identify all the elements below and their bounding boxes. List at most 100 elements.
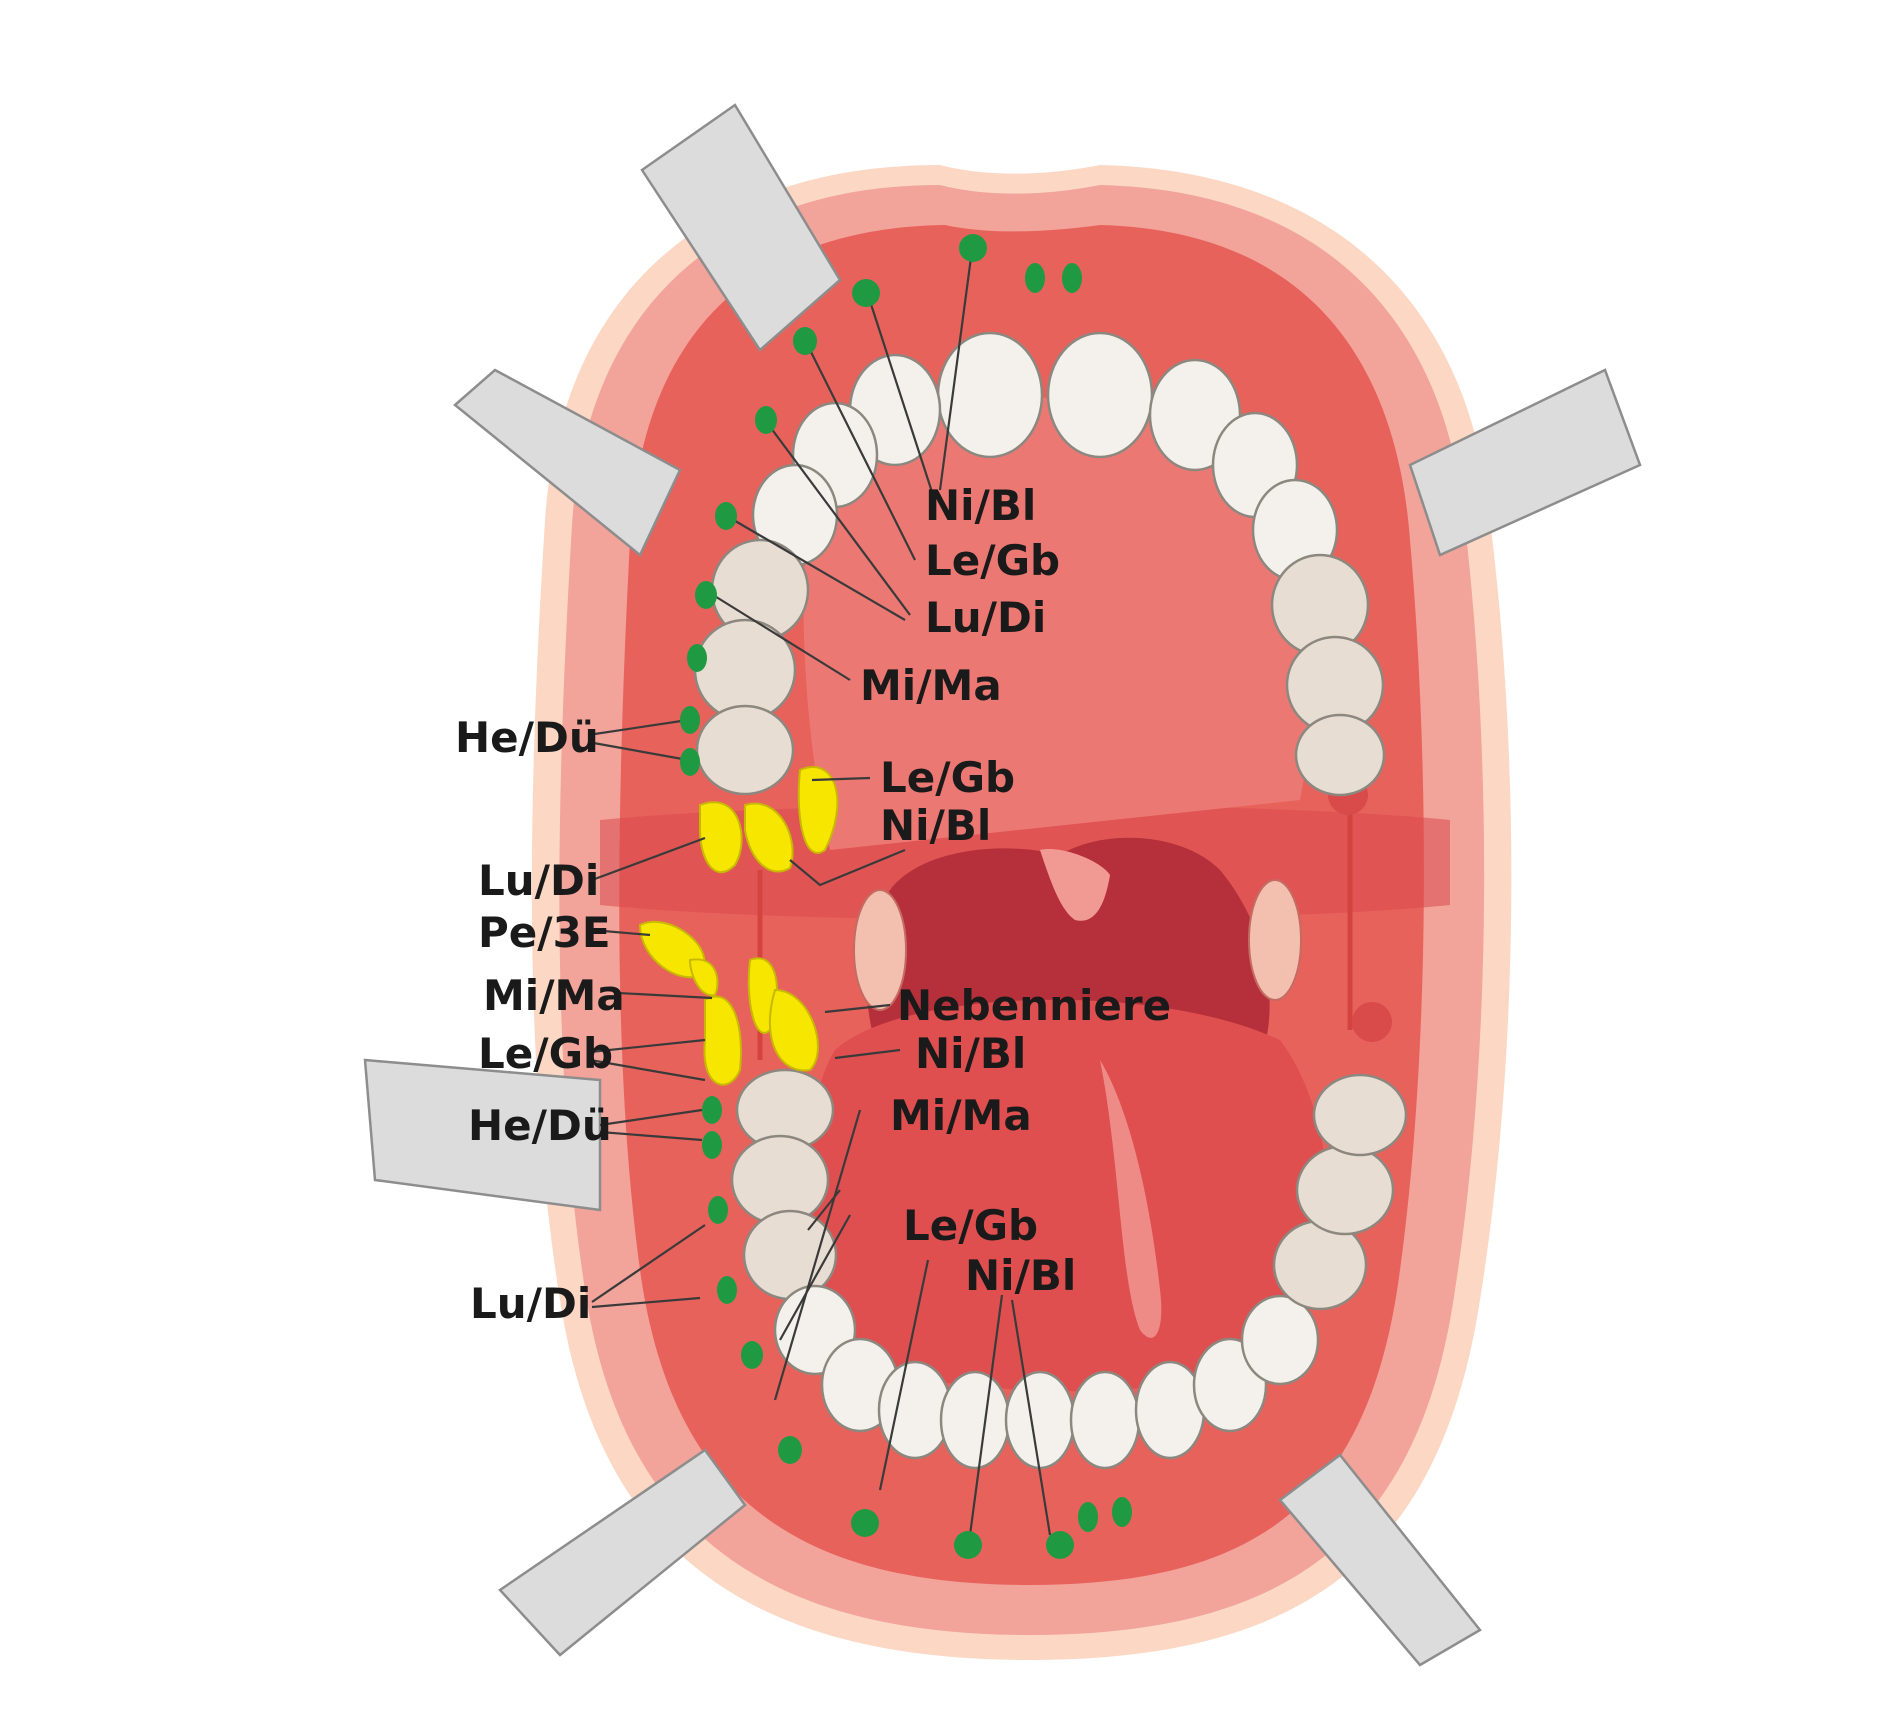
- lower-molar-right-3: [1312, 1073, 1408, 1157]
- leader-line: [764, 419, 911, 616]
- leader-line: [938, 249, 974, 491]
- label-upper-ni-bl-2: Ni/Bl: [880, 801, 991, 850]
- upper-molar-left-3: [695, 704, 795, 796]
- label-left-mi-ma: Mi/Ma: [483, 971, 625, 1020]
- leader-lines: [587, 249, 1052, 1536]
- tonsil-left: [853, 889, 907, 1011]
- tonsil-right: [1248, 879, 1302, 1001]
- yellow-marker-1: [699, 801, 743, 873]
- acupuncture-point: [852, 279, 880, 307]
- acupuncture-point: [702, 1131, 722, 1159]
- leader-line: [589, 1038, 706, 1054]
- lower-incisor-3: [1069, 1370, 1141, 1470]
- leader-line: [591, 1296, 701, 1309]
- upper-molar-right-3: [1294, 713, 1386, 797]
- acupuncture-point: [954, 1531, 982, 1559]
- yellow-marker-3: [797, 766, 839, 854]
- label-upper-le-gb: Le/Gb: [925, 536, 1060, 585]
- leader-line: [866, 294, 934, 493]
- retractor-bottom-left: [498, 1448, 747, 1657]
- label-lower-le-gb: Le/Gb: [903, 1201, 1038, 1250]
- leader-line: [591, 928, 651, 937]
- acupuncture-point: [695, 581, 717, 609]
- leader-line: [789, 848, 906, 887]
- leader-line: [779, 1214, 851, 1341]
- uvula: [1040, 849, 1110, 921]
- label-left-lu-di: Lu/Di: [478, 856, 599, 905]
- lower-molar-right-2: [1295, 1144, 1395, 1236]
- label-left-lu-di-2: Lu/Di: [470, 1279, 591, 1328]
- leader-line: [968, 1294, 1004, 1536]
- leader-line: [811, 776, 871, 782]
- acupuncture-point: [741, 1341, 763, 1369]
- label-left-he-du: He/Dü: [455, 713, 599, 762]
- yellow-marker-8: [768, 988, 819, 1072]
- tongue: [808, 999, 1328, 1392]
- acupuncture-point: [1078, 1502, 1098, 1532]
- leader-line: [724, 514, 906, 621]
- acupuncture-point: [851, 1509, 879, 1537]
- leader-line: [878, 1259, 930, 1491]
- acupuncture-point: [1062, 263, 1082, 293]
- yellow-marker-2: [744, 802, 794, 873]
- acupuncture-point: [680, 748, 700, 776]
- upper-teeth: [693, 331, 1386, 797]
- acupuncture-point: [702, 1096, 722, 1124]
- acupuncture-point: [793, 327, 817, 355]
- retractor-bottom-right: [1278, 1453, 1482, 1667]
- acupuncture-point: [680, 706, 700, 734]
- label-upper-ni-bl: Ni/Bl: [925, 481, 1036, 530]
- label-lower-ni-bl-2: Ni/Bl: [965, 1251, 1076, 1300]
- lower-incisor-1: [939, 1370, 1011, 1470]
- papilla-right-lower: [1352, 1002, 1392, 1042]
- acupuncture-point: [959, 234, 987, 262]
- lower-incisor-2: [1004, 1370, 1076, 1470]
- leader-line: [773, 1109, 862, 1401]
- acupuncture-point: [1025, 263, 1045, 293]
- leader-line: [1010, 1299, 1052, 1536]
- lower-labels: Nebenniere Ni/Bl Mi/Ma Le/Gb Ni/Bl: [890, 981, 1171, 1300]
- leader-line: [824, 1003, 891, 1014]
- acupuncture-point: [778, 1436, 802, 1464]
- left-labels: He/Dü Lu/Di Pe/3E Mi/Ma Le/Gb He/Dü Lu/D…: [455, 713, 625, 1328]
- acupuncture-point: [1046, 1531, 1074, 1559]
- palate: [803, 394, 1310, 850]
- yellow-marker-5: [688, 958, 719, 997]
- retractor-upper-left-side: [453, 368, 682, 557]
- leader-line: [587, 740, 689, 762]
- acupuncture-point: [755, 406, 777, 434]
- label-nebenniere: Nebenniere: [897, 981, 1171, 1030]
- leader-line: [589, 1058, 706, 1082]
- leader-line: [834, 1048, 901, 1060]
- acupuncture-point: [708, 1196, 728, 1224]
- label-left-le-gb: Le/Gb: [478, 1029, 613, 1078]
- leader-line: [804, 339, 916, 561]
- leader-line: [704, 589, 851, 681]
- upper-incisor-2: [1046, 331, 1154, 459]
- leader-line: [599, 1130, 703, 1142]
- acupuncture-point: [1112, 1497, 1132, 1527]
- label-upper-lu-di: Lu/Di: [925, 593, 1046, 642]
- label-left-pe-3e: Pe/3E: [478, 908, 611, 957]
- acupuncture-point: [717, 1276, 737, 1304]
- acupuncture-point: [687, 644, 707, 672]
- label-upper-le-gb-2: Le/Gb: [880, 753, 1015, 802]
- lower-tooth-right-2: [1240, 1294, 1320, 1386]
- label-left-he-du-2: He/Dü: [468, 1101, 612, 1150]
- retractors: [363, 103, 1642, 1667]
- leader-line: [587, 718, 689, 737]
- leader-line: [591, 1224, 706, 1303]
- retractor-upper-left-top: [640, 103, 842, 352]
- retractor-upper-right: [1408, 368, 1642, 557]
- leader-line: [807, 1189, 841, 1231]
- retractor-lower-left: [363, 1058, 602, 1212]
- leader-line: [599, 1108, 703, 1127]
- leader-line: [617, 991, 713, 1000]
- lower-teeth: [730, 1068, 1408, 1470]
- acupuncture-points: [680, 234, 1132, 1559]
- yellow-marker-6: [703, 995, 742, 1086]
- label-lower-ni-bl: Ni/Bl: [915, 1029, 1026, 1078]
- label-upper-mi-ma: Mi/Ma: [860, 661, 1002, 710]
- leader-line: [591, 836, 706, 882]
